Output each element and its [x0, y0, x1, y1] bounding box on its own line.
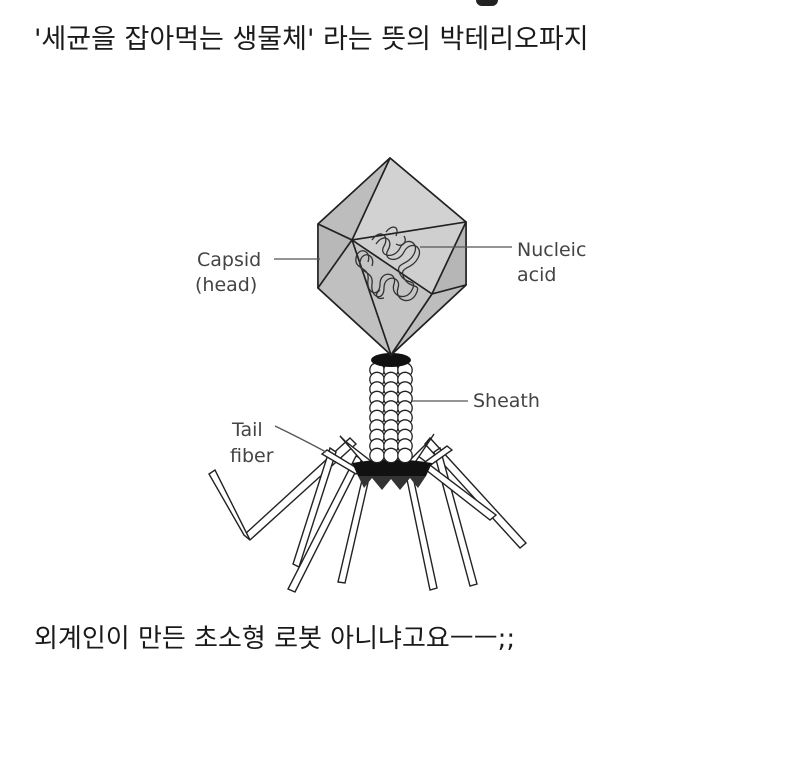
nucleic-acid-label: Nucleic	[517, 239, 586, 261]
sheath-label: Sheath	[473, 390, 540, 412]
tail-fiber-label-2: fiber	[230, 445, 274, 467]
baseplate	[352, 459, 432, 490]
sheath	[369, 362, 413, 464]
nucleic-acid-label-2: acid	[517, 264, 556, 286]
post-heading: '세균을 잡아먹는 생물체' 라는 뜻의 박테리오파지	[34, 24, 589, 55]
capsid-label: Capsid	[197, 249, 261, 271]
top-edge-fragment	[476, 0, 498, 6]
nucleic-acid	[355, 226, 421, 302]
sheath-bead	[369, 447, 385, 464]
sheath-bead	[397, 447, 413, 464]
capsid-head	[317, 157, 467, 356]
capsid-head-label: (head)	[195, 274, 257, 296]
leader-lines	[274, 246, 512, 453]
collar	[371, 353, 411, 367]
post-caption: 외계인이 만든 초소형 로봇 아니냐고요ㅡㅡ;;	[34, 624, 516, 654]
sheath-bead	[383, 447, 399, 464]
tail-fiber-label: Tail	[231, 419, 263, 441]
